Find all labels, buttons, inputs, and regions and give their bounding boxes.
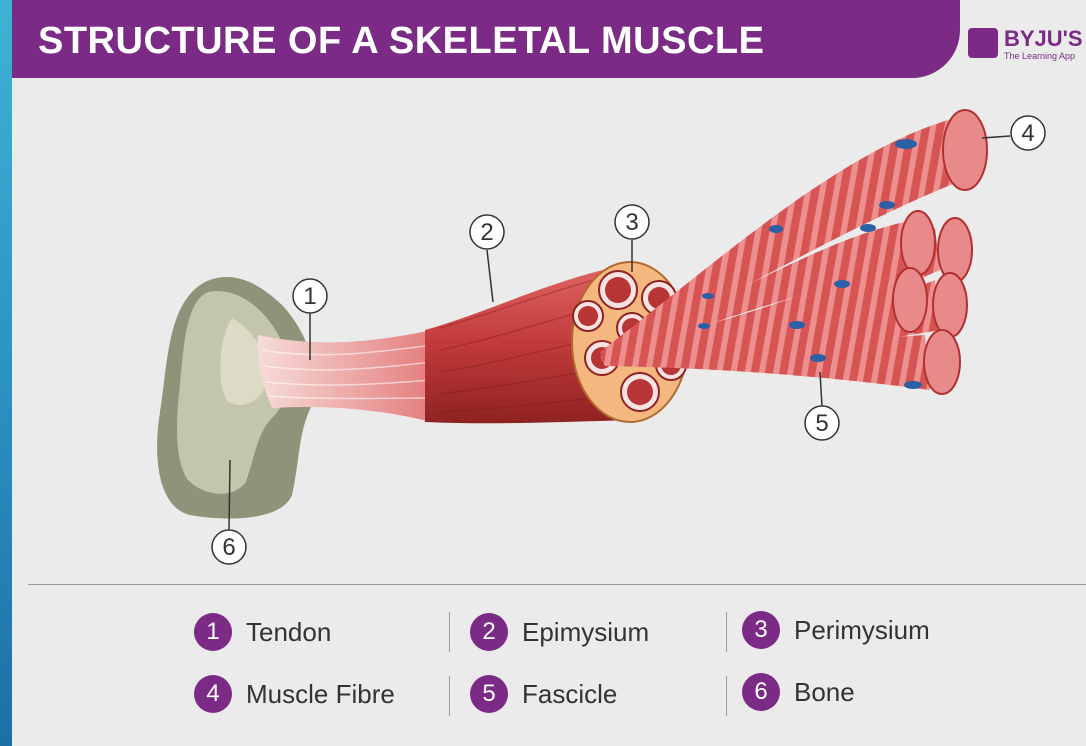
svg-text:1: 1 <box>303 283 316 310</box>
svg-text:5: 5 <box>815 410 828 437</box>
legend-badge: 1 <box>194 613 232 651</box>
legend-separator <box>726 676 727 716</box>
legend-label: Perimysium <box>794 615 930 646</box>
legend-item-fascicle: 5 Fascicle <box>470 672 617 716</box>
legend-badge: 6 <box>742 673 780 711</box>
svg-text:2: 2 <box>480 219 493 246</box>
legend-badge: 4 <box>194 675 232 713</box>
callout-2: 2 <box>470 215 504 249</box>
fascicle-bundles <box>600 110 987 394</box>
legend-badge: 3 <box>742 611 780 649</box>
legend-item-perimysium: 3 Perimysium <box>742 608 930 652</box>
legend-item-tendon: 1 Tendon <box>194 610 331 654</box>
svg-text:3: 3 <box>625 209 638 236</box>
legend-badge: 5 <box>470 675 508 713</box>
callout-5: 5 <box>805 406 839 440</box>
legend-label: Fascicle <box>522 679 617 710</box>
legend-separator <box>726 612 727 652</box>
legend-item-bone: 6 Bone <box>742 670 855 714</box>
legend-label: Epimysium <box>522 617 649 648</box>
muscle-diagram: 1 2 3 4 5 6 <box>0 0 1086 600</box>
svg-text:6: 6 <box>222 534 235 561</box>
legend-separator <box>449 676 450 716</box>
legend-label: Bone <box>794 677 855 708</box>
callout-6: 6 <box>212 530 246 564</box>
callout-3: 3 <box>615 205 649 239</box>
legend-item-epimysium: 2 Epimysium <box>470 610 649 654</box>
legend-separator <box>449 612 450 652</box>
legend-badge: 2 <box>470 613 508 651</box>
callout-1: 1 <box>293 279 327 313</box>
legend-item-muscle-fibre: 4 Muscle Fibre <box>194 672 395 716</box>
legend-label: Tendon <box>246 617 331 648</box>
legend-label: Muscle Fibre <box>246 679 395 710</box>
legend: 1 Tendon 2 Epimysium 3 Perimysium 4 Musc… <box>0 600 1086 746</box>
legend-divider <box>28 584 1086 585</box>
svg-text:4: 4 <box>1021 120 1034 147</box>
callout-4: 4 <box>1011 116 1045 150</box>
